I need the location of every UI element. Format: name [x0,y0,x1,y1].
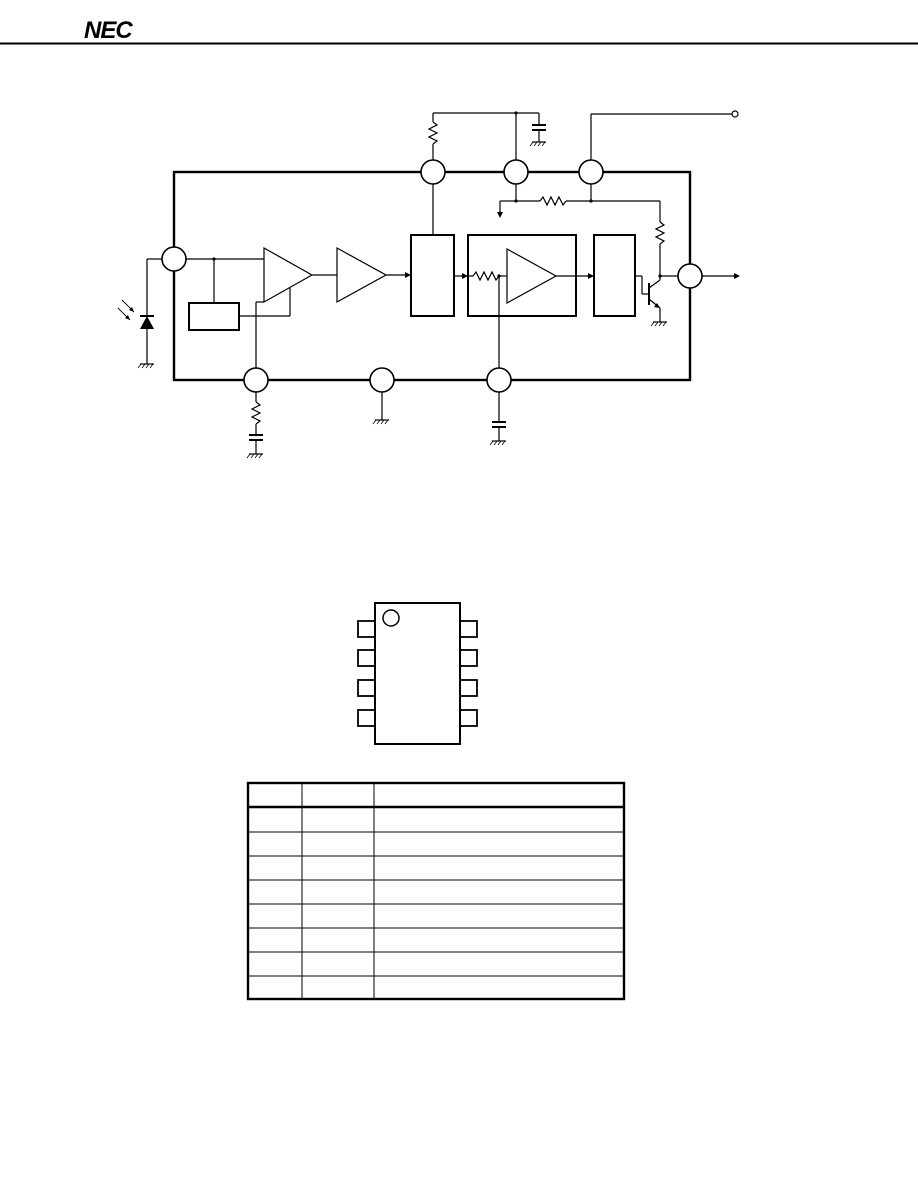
amplifier-2 [336,246,388,304]
amplifier-1 [263,246,314,304]
capacitor-icon [249,434,263,441]
arrow-icon [734,273,740,279]
pin-pad [357,649,376,667]
header: NEC [0,17,918,45]
top-capacitor [497,112,546,218]
bottom-pin-3 [486,367,512,446]
pin-pad [357,620,376,638]
pin-circle [486,367,512,393]
pin-circle [161,246,187,272]
capacitor-icon [492,421,506,428]
block-diagram [117,110,740,459]
amplifier-3 [506,247,558,305]
pin-pad [357,709,376,727]
pin-pad [459,679,478,697]
ground-icon [489,440,506,446]
resistor-icon [539,195,567,207]
package-body [374,602,461,745]
ground-icon [529,141,546,147]
pin-pad [459,709,478,727]
processing-blocks [410,234,636,368]
pin-circle [369,367,395,393]
capacitor-icon [532,124,546,131]
resistor-icon [250,401,262,425]
pin-circle [677,263,703,289]
pin1-marker-icon [382,609,400,627]
output-pin [660,263,740,289]
package-outline [357,602,478,745]
left-pins [357,620,376,727]
pin-circle [243,367,269,393]
ground-icon [137,363,154,369]
resistor-icon [472,270,500,282]
ground-icon [246,453,263,459]
pin-circle [578,159,604,185]
ic-outline [172,170,692,382]
pin-circle [420,159,446,185]
pin-pad [459,620,478,638]
pin-table [246,781,626,1001]
nec-logo: NEC [84,17,133,44]
supply-pin [516,110,739,278]
table-frame [246,781,626,1001]
bottom-pin-1 [243,367,269,459]
resistor-icon [654,221,666,245]
photodiode-icon [117,299,154,329]
pin-pad [357,679,376,697]
resistor-icon [427,121,439,145]
ground-icon [650,321,667,327]
npn-transistor-icon [635,275,667,327]
pin-circle [503,159,529,185]
pin-pad [459,649,478,667]
feedback-block [188,302,240,331]
bottom-pin-ground [369,367,395,425]
photodiode-input [117,246,187,369]
terminal-icon [731,110,739,118]
arrow-icon [497,212,503,218]
right-pins [459,620,478,727]
block-c [593,234,636,317]
input-stage [186,246,411,368]
block-a [410,234,455,317]
ground-icon [372,419,389,425]
